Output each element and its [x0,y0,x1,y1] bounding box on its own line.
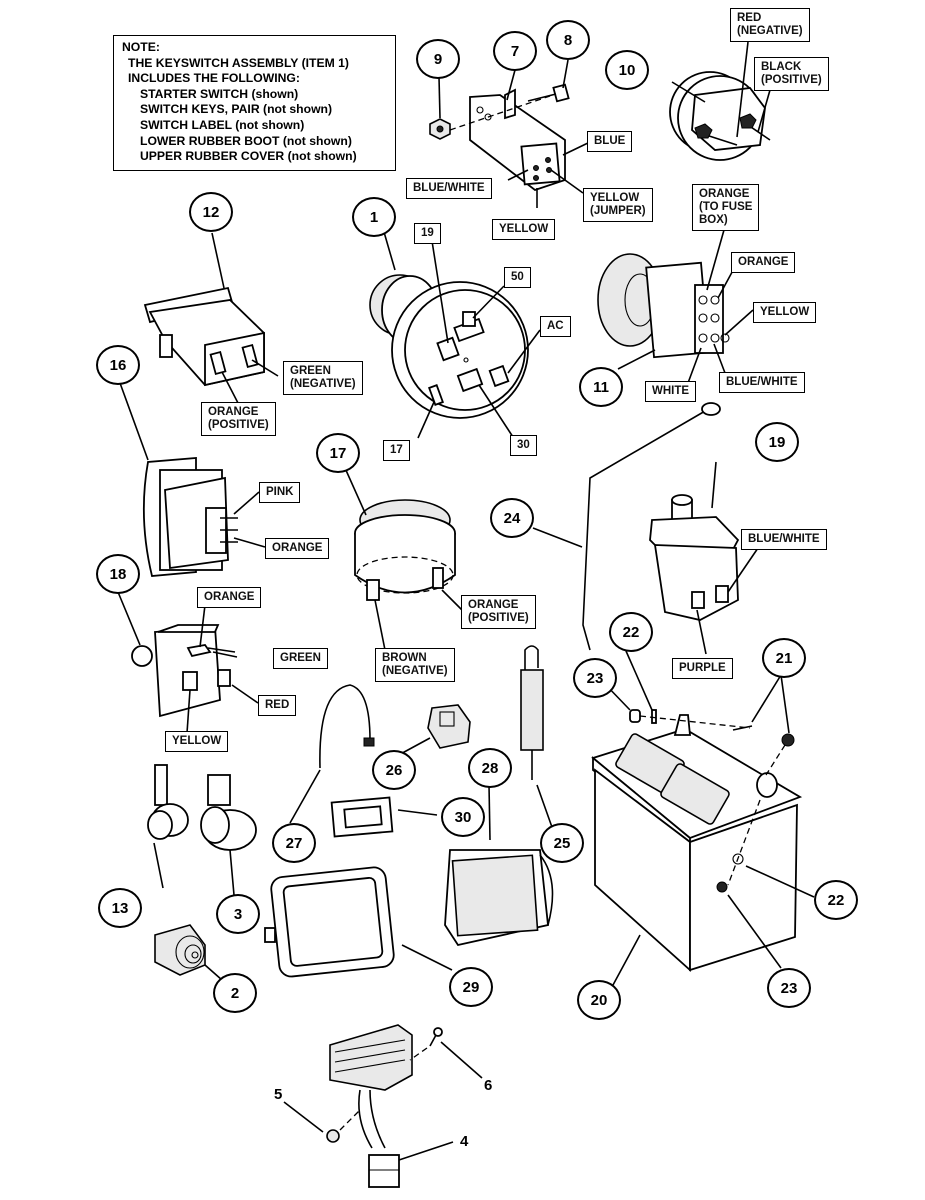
callout-23-battery: 23 [767,968,811,1008]
callout-8: 8 [546,20,590,60]
item-5-nut [326,1129,340,1143]
callout-9: 9 [416,39,460,79]
label-item11-white: WHITE [645,381,697,402]
label-terminal-30: 30 [510,435,537,456]
label-item18-orange: ORANGE [197,587,262,608]
item-29-bezel [264,866,395,978]
callout-2: 2 [213,973,257,1013]
label-item11-orange-fuse: ORANGE (TO FUSE BOX) [692,184,760,231]
callout-24: 24 [490,498,534,538]
label-terminal-19: 19 [414,223,441,244]
label-item7-yellow-jumper: YELLOW (JUMPER) [583,188,653,222]
callout-7: 7 [493,31,537,71]
label-item10-red: RED (NEGATIVE) [730,8,810,42]
callout-26: 26 [372,750,416,790]
item-25-spring [520,645,544,780]
label-item7-yellow: YELLOW [492,219,556,240]
item-18-toggle-switch [131,624,236,718]
item-9-nut [429,118,451,140]
callout-4: 4 [460,1133,469,1150]
item-16-rocker-switch [142,457,238,577]
note-heading: NOTE: [122,40,160,54]
note-line: STARTER SWITCH (shown) [140,86,299,101]
item-10-horn [669,71,771,161]
item-13-clamp [147,764,189,840]
item-3-clamp [200,774,257,851]
label-item18-red: RED [258,695,297,716]
battery-hardware [629,709,795,747]
callout-25: 25 [540,823,584,863]
item-11-switch [597,253,730,359]
item-12-switch [143,286,265,387]
callout-12: 12 [189,192,233,232]
label-item18-yellow: YELLOW [165,731,229,752]
callout-19: 19 [755,422,799,462]
callout-1: 1 [352,197,396,237]
callout-22: 22 [609,612,653,652]
note-line: THE KEYSWITCH ASSEMBLY (ITEM 1) [128,55,349,70]
label-item11-blue-white: BLUE/WHITE [719,372,805,393]
label-item10-black: BLACK (POSITIVE) [754,57,829,91]
note-line: UPPER RUBBER COVER (not shown) [140,149,357,164]
callout-11: 11 [579,367,623,407]
item-8-bolt [527,83,570,103]
label-item16-pink: PINK [259,482,301,503]
note-line: LOWER RUBBER BOOT (not shown) [140,133,352,148]
callout-22-battery: 22 [814,880,858,920]
callout-20: 20 [577,980,621,1020]
label-item19-blue-white: BLUE/WHITE [741,529,827,550]
label-item11-orange: ORANGE [731,252,796,273]
callout-10: 10 [605,50,649,90]
callout-3: 3 [216,894,260,934]
label-item19-purple: PURPLE [672,658,733,679]
item-19-seat-switch [649,494,740,621]
item-4-regulator [329,1024,413,1188]
item-30-lens [330,796,394,838]
item-6-screw [429,1027,443,1047]
item-2-knob [154,924,206,976]
label-item11-yellow: YELLOW [753,302,817,323]
label-item18-green: GREEN [273,648,328,669]
label-item12-green: GREEN (NEGATIVE) [283,361,363,395]
callout-6: 6 [484,1077,493,1094]
label-item17-brown: BROWN (NEGATIVE) [375,648,455,682]
item-28-headlight [444,849,554,947]
label-item12-orange: ORANGE (POSITIVE) [201,402,276,436]
label-terminal-ac: AC [540,316,571,337]
callout-17: 17 [316,433,360,473]
item-7-bracket [469,88,566,192]
note-line: INCLUDES THE FOLLOWING: [128,71,300,86]
item-20-battery [591,714,803,973]
label-item17-orange: ORANGE (POSITIVE) [461,595,536,629]
item-17-hour-meter [354,499,456,601]
note-line: SWITCH LABEL (not shown) [140,117,305,132]
item-1-keyswitch [369,274,529,419]
label-item7-blue-white: BLUE/WHITE [406,178,492,199]
item-27-wire [319,684,375,769]
callout-13: 13 [98,888,142,928]
note-box: NOTE: THE KEYSWITCH ASSEMBLY (ITEM 1) IN… [113,35,396,171]
label-terminal-17: 17 [383,440,410,461]
label-terminal-50: 50 [504,267,531,288]
label-item7-blue: BLUE [587,131,633,152]
item-24-rod [582,402,721,651]
callout-23: 23 [573,658,617,698]
callout-16: 16 [96,345,140,385]
callout-27: 27 [272,823,316,863]
leader-lines [117,41,815,1161]
label-item16-orange: ORANGE [265,538,330,559]
callout-21: 21 [762,638,806,678]
item-26-lamp-socket [427,704,471,749]
callout-28: 28 [468,748,512,788]
note-line: SWITCH KEYS, PAIR (not shown) [140,102,333,117]
callout-29: 29 [449,967,493,1007]
callout-30: 30 [441,797,485,837]
callout-18: 18 [96,554,140,594]
callout-5: 5 [274,1086,283,1103]
